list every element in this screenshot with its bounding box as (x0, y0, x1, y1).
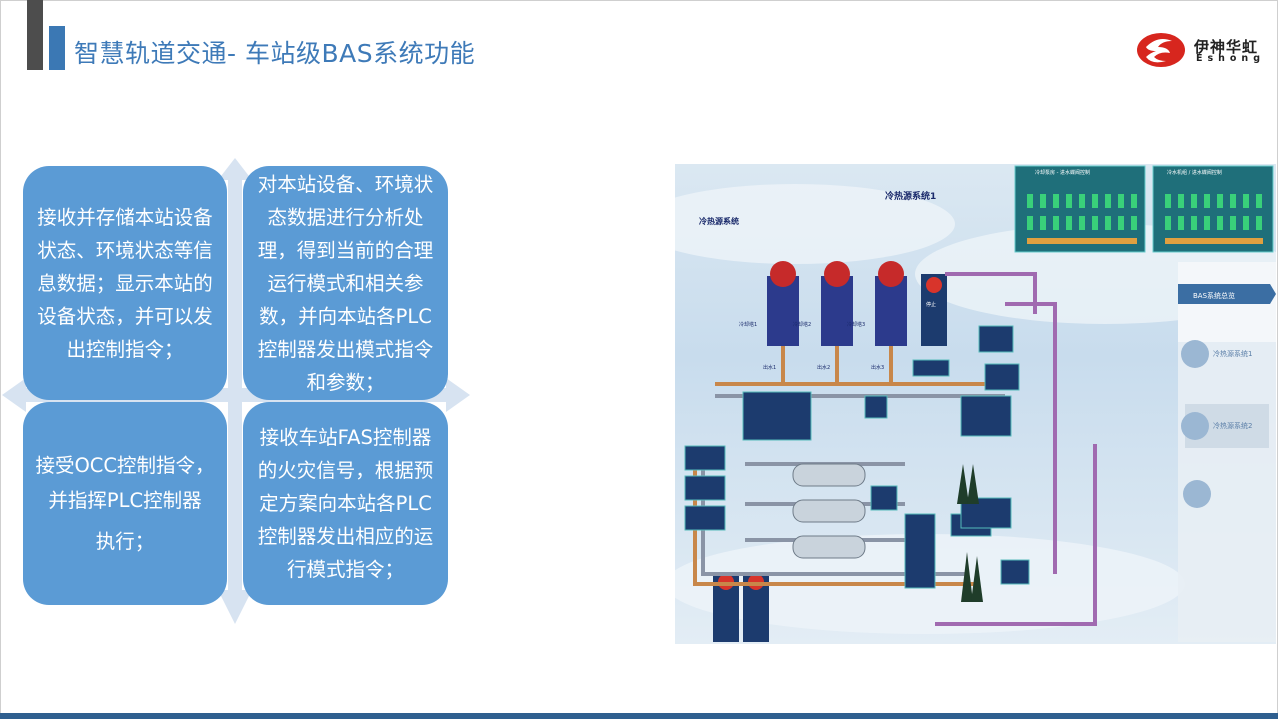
quadrant-occ-control: 接受OCC控制指令， 并指挥PLC控制器 执行； (23, 402, 227, 605)
quadrant-analysis: 对本站设备、环境状态数据进行分析处理，得到当前的合理运行模式和相关参数，并向本站… (243, 166, 448, 400)
quadrant-occ-line2: 并指挥PLC控制器 (48, 489, 202, 512)
quadrant-occ-line3: 执行； (95, 530, 155, 553)
tower-label-3: 冷却塔3 (847, 321, 865, 328)
tower-label-2: 冷却塔2 (793, 321, 811, 328)
header-accent-blue (49, 26, 65, 70)
stop-label: 停止 (926, 301, 936, 308)
tower-label-1: 冷却塔1 (739, 321, 757, 328)
quadrant-store-display-text: 接收并存储本站设备状态、环境状态等信息数据；显示本站的设备状态，并可以发出控制指… (37, 205, 213, 361)
eshong-logo (1137, 33, 1185, 67)
footer-bar (0, 713, 1278, 719)
side-nav-item-1: 冷热源系统1 (1213, 349, 1252, 358)
page-title: 智慧轨道交通- 车站级BAS系统功能 (74, 39, 476, 68)
side-nav-title-bar (1178, 284, 1276, 304)
scada-graphic: 冷热源系统1 冷热源系统 冷却泵房 - 进水蝶阀控制 冷水机组 / 进水蝶阀控制… (675, 165, 1276, 642)
scada-title: 冷热源系统1 (885, 190, 936, 202)
quadrant-fas-fire: 接收车站FAS控制器的火灾信号，根据预定方案向本站各PLC控制器发出相应的运行模… (243, 402, 448, 605)
valve-panel-1 (1014, 165, 1146, 253)
cross-arrows (2, 158, 470, 624)
outlet-label-3: 出水3 (871, 364, 884, 371)
valve-panel-2 (1152, 165, 1274, 253)
header-accent-dark (27, 0, 43, 70)
quadrant-analysis-text: 对本站设备、环境状态数据进行分析处理，得到当前的合理运行模式和相关参数，并向本站… (257, 172, 434, 394)
valve-panel-1-title: 冷却泵房 - 进水蝶阀控制 (1035, 169, 1090, 176)
side-nav-item-2: 冷热源系统2 (1213, 421, 1252, 430)
bas-scada-screenshot: 冷热源系统1 冷热源系统 冷却泵房 - 进水蝶阀控制 冷水机组 / 进水蝶阀控制… (675, 164, 1276, 644)
logo-text-cn: 伊神华虹 (1194, 38, 1259, 56)
quadrant-fas-fire-text: 接收车站FAS控制器的火灾信号，根据预定方案向本站各PLC控制器发出相应的运行模… (257, 426, 434, 581)
function-quadrant-diagram: 接收并存储本站设备状态、环境状态等信息数据；显示本站的设备状态，并可以发出控制指… (0, 150, 480, 630)
outlet-label-1: 出水1 (763, 364, 776, 371)
valve-panel-2-title: 冷水机组 / 进水蝶阀控制 (1167, 169, 1222, 176)
quadrant-occ-line1: 接受OCC控制指令， (35, 454, 215, 477)
scada-subtitle: 冷热源系统 (699, 216, 739, 226)
logo-text-en: Eshong (1196, 53, 1265, 64)
quadrant-store-display: 接收并存储本站设备状态、环境状态等信息数据；显示本站的设备状态，并可以发出控制指… (23, 166, 227, 400)
side-nav-title: BAS系统总览 (1193, 291, 1235, 300)
outlet-label-2: 出水2 (817, 364, 830, 371)
cooling-towers (767, 261, 907, 346)
